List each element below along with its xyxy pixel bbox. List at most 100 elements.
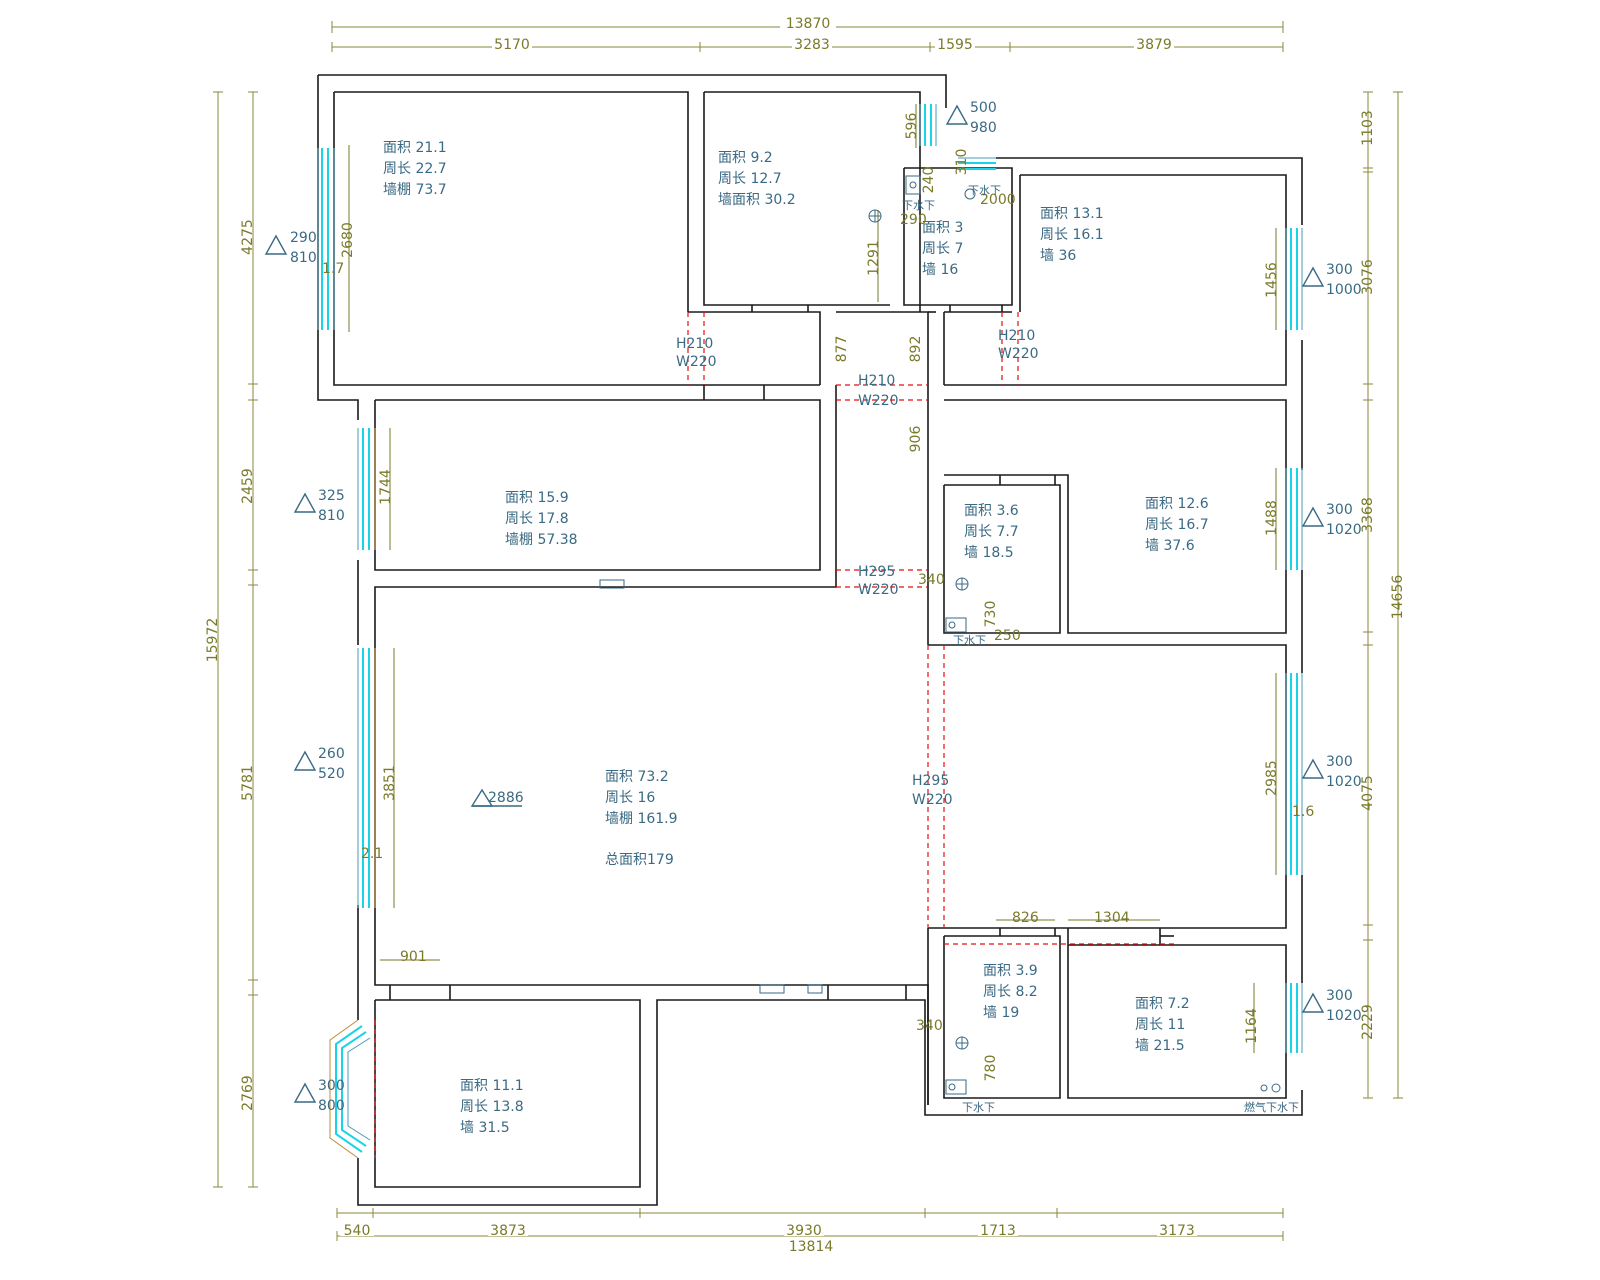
fixture-labels: 下水下 下水下 下水下 燃气下水下 下水下 bbox=[902, 184, 1299, 1114]
inner-dim: 310 bbox=[954, 149, 970, 176]
door-width: W220 bbox=[858, 582, 899, 598]
door-height: H295 bbox=[858, 564, 895, 580]
right-dim: 2229 bbox=[1360, 1004, 1376, 1040]
inner-dim: 250 bbox=[994, 628, 1021, 644]
room-perimeter: 周长 11 bbox=[1135, 1017, 1185, 1033]
drain-icon bbox=[964, 188, 976, 200]
gas-outlet-icon bbox=[1260, 1084, 1268, 1092]
room-master-bedroom: 面积 21.1 周长 22.7 墙棚 73.7 bbox=[383, 140, 447, 198]
sink-icon bbox=[945, 1079, 967, 1095]
top-dim: 5170 bbox=[494, 37, 530, 53]
room-wall-area: 墙棚 161.9 bbox=[605, 811, 678, 827]
room-area: 面积 21.1 bbox=[383, 140, 447, 156]
window-height: 980 bbox=[970, 120, 997, 136]
room-wall-area: 墙面积 30.2 bbox=[718, 192, 796, 208]
window-sill: 300 bbox=[1326, 754, 1353, 770]
room-small-bath: 面积 3 周长 7 墙 16 bbox=[922, 220, 963, 278]
inner-dim: 730 bbox=[983, 601, 999, 628]
room-perimeter: 周长 7 bbox=[922, 241, 963, 257]
window-strip bbox=[1285, 673, 1303, 875]
bottom-dim: 3173 bbox=[1159, 1223, 1195, 1239]
inner-dim: 1744 bbox=[378, 469, 394, 505]
bottom-total-dim: 13814 bbox=[789, 1239, 834, 1255]
top-dim: 3283 bbox=[794, 37, 830, 53]
door-hw-labels: H210 W220 H210 W220 H210 W220 H295 W220 … bbox=[676, 328, 1039, 808]
sink-icon bbox=[905, 175, 921, 195]
room-perimeter: 周长 7.7 bbox=[964, 524, 1019, 540]
window-height: 1020 bbox=[1326, 1008, 1362, 1024]
room-study: 面积 9.2 周长 12.7 墙面积 30.2 bbox=[718, 150, 796, 208]
room-wall-area: 墙 36 bbox=[1040, 248, 1076, 264]
window-strip bbox=[958, 157, 996, 170]
left-dim: 2459 bbox=[240, 468, 256, 504]
room-kitchen: 面积 7.2 周长 11 墙 21.5 bbox=[1135, 996, 1190, 1054]
room-bath-low: 面积 3.9 周长 8.2 墙 19 bbox=[983, 963, 1038, 1021]
window-height: 810 bbox=[318, 508, 345, 524]
inner-dim: 340 bbox=[918, 572, 945, 588]
top-total-dim: 13870 bbox=[786, 16, 831, 32]
room-labels: 面积 21.1 周长 22.7 墙棚 73.7 面积 9.2 周长 12.7 墙… bbox=[383, 140, 1209, 1136]
top-dim: 1595 bbox=[937, 37, 973, 53]
left-dim: 5781 bbox=[240, 765, 256, 801]
room-second-bedroom: 面积 15.9 周长 17.8 墙棚 57.38 bbox=[505, 490, 578, 548]
room-bath-mid: 面积 3.6 周长 7.7 墙 18.5 bbox=[964, 503, 1019, 561]
dimension-texts: 13870 5170 3283 1595 3879 13814 540 3873… bbox=[205, 16, 1406, 1255]
room-wall-area: 墙棚 57.38 bbox=[505, 532, 578, 548]
door-height: H295 bbox=[912, 773, 949, 789]
dimension-lines bbox=[213, 21, 1403, 1241]
room-wall-area: 墙 18.5 bbox=[964, 545, 1014, 561]
window-sill: 500 bbox=[970, 100, 997, 116]
room-area: 面积 3.6 bbox=[964, 503, 1019, 519]
room-perimeter: 周长 22.7 bbox=[383, 161, 447, 177]
window-strip bbox=[1285, 983, 1303, 1053]
outlet-icon bbox=[807, 984, 823, 994]
right-dim: 1103 bbox=[1360, 110, 1376, 146]
room-perimeter: 周长 16 bbox=[605, 790, 655, 806]
window-marker-labels: 500 980 290 810 325 810 260 520 300 800 … bbox=[290, 100, 1362, 1114]
window-height: 810 bbox=[290, 250, 317, 266]
window-markers bbox=[264, 104, 1325, 1103]
inner-dim: 892 bbox=[908, 336, 924, 363]
inner-dim: 1304 bbox=[1094, 910, 1130, 926]
drain-icon bbox=[1271, 1083, 1281, 1093]
walls bbox=[317, 74, 1303, 1206]
left-dim: 2769 bbox=[240, 1075, 256, 1111]
fixture-label: 下水下 bbox=[953, 634, 986, 647]
room-perimeter: 周长 17.8 bbox=[505, 511, 569, 527]
room-wall-area: 墙 19 bbox=[983, 1005, 1019, 1021]
room-perimeter: 周长 16.1 bbox=[1040, 227, 1104, 243]
right-dim: 4075 bbox=[1360, 775, 1376, 811]
fixture-symbols bbox=[599, 175, 1281, 1095]
window-sill: 300 bbox=[318, 1078, 345, 1094]
room-perimeter: 周长 13.8 bbox=[460, 1099, 524, 1115]
inner-dim: 1.6 bbox=[1292, 804, 1314, 820]
room-wall-area: 墙 37.6 bbox=[1145, 538, 1195, 554]
sink-icon bbox=[945, 617, 967, 633]
window-strip bbox=[317, 148, 335, 330]
inner-dim: 780 bbox=[983, 1055, 999, 1082]
bay-window bbox=[329, 1019, 371, 1159]
room-wall-area: 墙 16 bbox=[922, 262, 958, 278]
left-dim: 4275 bbox=[240, 219, 256, 255]
room-perimeter: 周长 12.7 bbox=[718, 171, 782, 187]
fixture-label: 燃气下水下 bbox=[1244, 1100, 1299, 1114]
fixture-label: 下水下 bbox=[962, 1101, 995, 1114]
right-dim: 3368 bbox=[1360, 497, 1376, 533]
door-height: H210 bbox=[998, 328, 1035, 344]
inner-dim: 3851 bbox=[382, 765, 398, 801]
top-dim: 3879 bbox=[1136, 37, 1172, 53]
fixture-label: 下水下 bbox=[968, 184, 1001, 197]
inner-dim: 1.7 bbox=[322, 261, 344, 277]
window-sill: 325 bbox=[318, 488, 345, 504]
door-height: H210 bbox=[858, 373, 895, 389]
door-width: W220 bbox=[676, 354, 717, 370]
inner-dim: 1164 bbox=[1244, 1008, 1260, 1044]
window-height: 800 bbox=[318, 1098, 345, 1114]
window-sill: 290 bbox=[290, 230, 317, 246]
inner-dim: 906 bbox=[908, 426, 924, 453]
inner-dim: 290 bbox=[900, 212, 927, 228]
window-strip bbox=[357, 428, 376, 550]
inner-dim-lines bbox=[348, 104, 1277, 1053]
inner-dim: 2985 bbox=[1264, 760, 1280, 796]
door-openings bbox=[374, 312, 1174, 1158]
